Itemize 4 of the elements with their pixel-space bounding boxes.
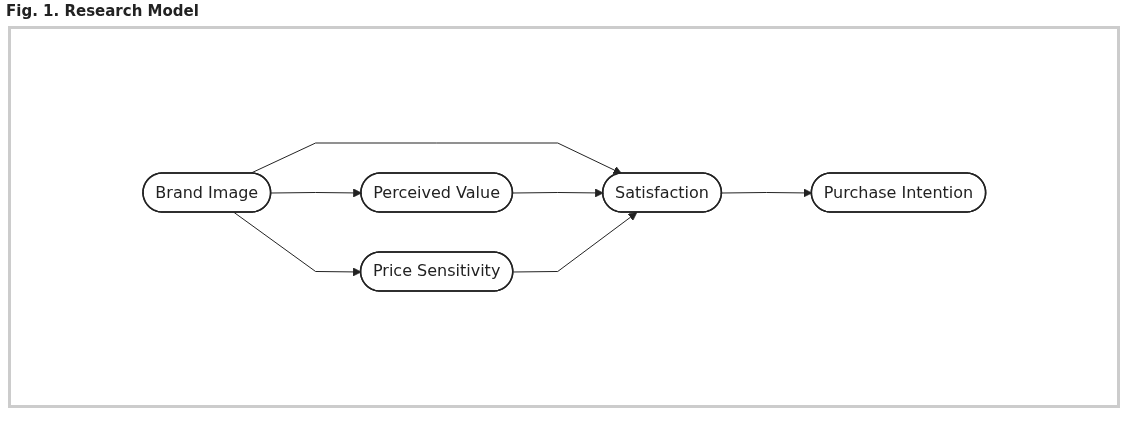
figure-frame: Brand Image Perceived Value Price Sensitivity Satisfaction Purchase Intention: [8, 26, 1120, 408]
figure-title: Fig. 1. Research Model: [6, 2, 199, 20]
arrow: [512, 212, 637, 273]
arrow: [721, 188, 812, 198]
